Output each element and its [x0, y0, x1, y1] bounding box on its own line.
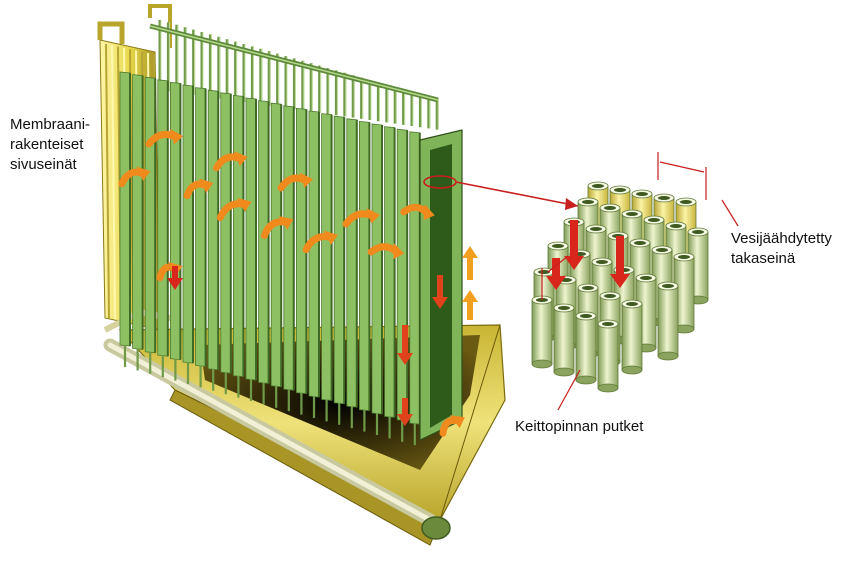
heating-panel: [334, 116, 344, 404]
heating-panel: [233, 95, 243, 376]
boiling-tube: [532, 296, 552, 368]
heating-panel: [246, 98, 256, 380]
detail-pointer: [456, 182, 578, 210]
boiling-surface-tubes-detail: [532, 182, 708, 392]
heating-panel: [133, 75, 143, 350]
heating-panel: [322, 114, 332, 401]
heating-panel: [385, 127, 395, 418]
down-arrow-icon: [462, 290, 478, 320]
heating-panel: [372, 124, 382, 414]
heating-panel: [410, 132, 420, 424]
heating-panel: [120, 72, 130, 346]
heating-panel: [259, 101, 269, 384]
heating-panel: [271, 103, 281, 387]
label-back-wall: Vesijäähdytetty takaseinä: [731, 229, 832, 269]
label-side-walls: Membraani- rakenteiset sivuseinät: [10, 115, 90, 175]
heating-panel: [183, 85, 193, 363]
boiling-tube: [554, 304, 574, 376]
boiling-tube: [658, 282, 678, 360]
label-boiling-tubes: Keittopinnan putket: [515, 417, 643, 437]
heating-panel: [284, 106, 294, 390]
heating-panel: [347, 119, 357, 407]
heating-panel: [309, 111, 319, 397]
heating-panel: [221, 93, 231, 373]
down-arrow-icon: [462, 246, 478, 280]
heating-panel: [158, 80, 168, 356]
heating-panel: [196, 88, 206, 367]
boiling-tube: [622, 300, 642, 374]
heating-panel: [145, 77, 155, 353]
boiling-tube: [576, 312, 596, 384]
heating-panel: [170, 82, 180, 359]
heating-panel: [397, 129, 407, 421]
heating-panel: [359, 121, 369, 410]
heating-panel: [208, 90, 218, 370]
boiling-tube: [598, 320, 618, 392]
